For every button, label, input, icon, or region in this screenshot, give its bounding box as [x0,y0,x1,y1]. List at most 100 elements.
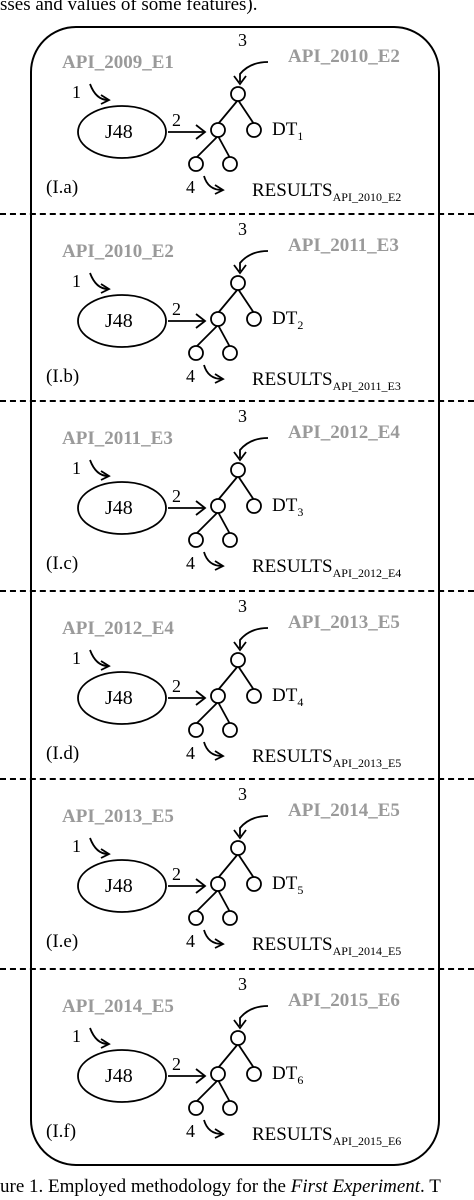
tree-node [222,156,238,172]
training-dataset-label: API_2012_E4 [62,618,174,639]
test-dataset-label: API_2012_E4 [288,422,400,443]
step-3-arrow [239,437,269,458]
decision-tree-name: DT [272,873,298,894]
decision-tree-name: DT [272,308,298,329]
step-1-arrow [89,459,109,477]
panel-divider [0,400,474,402]
decision-tree-index: 1 [297,128,304,143]
caption-suffix: . T [420,1176,441,1197]
tree-node [246,498,262,514]
panel-graphics [77,815,269,949]
step-3-number: 3 [238,406,247,426]
results-dataset: API_2011_E3 [332,378,401,393]
classifier-ellipse [77,294,167,348]
decision-tree-index: 3 [297,504,304,519]
results-name: RESULTS [252,1124,333,1145]
caption-prefix: ure 1. Employed methodology for the [0,1176,291,1197]
tree-edge [195,889,219,913]
classifier-ellipse [77,671,167,725]
test-dataset-label: API_2015_E6 [288,990,400,1011]
step-2-number: 2 [172,486,181,506]
decision-tree-label: DT2 [272,308,303,333]
step-1-number: 1 [72,648,81,668]
step-4-number: 4 [186,553,195,573]
test-dataset-label: API_2014_E5 [288,800,400,821]
tree-node [230,275,246,291]
tree-node [230,840,246,856]
classifier-label: J48 [105,687,133,709]
step-3-number: 3 [238,596,247,616]
step-3-arrowhead [233,264,247,275]
tree-node [222,722,238,738]
classifier-label: J48 [105,1065,133,1087]
classifier-label: J48 [105,497,133,519]
tree-node [188,910,204,926]
training-dataset-label: API_2010_E2 [62,241,174,262]
decision-tree-name: DT [272,495,298,516]
step-2-arrowhead [195,690,207,706]
step-1-arrow [89,272,109,290]
step-2-number: 2 [172,110,181,130]
tree-node [210,122,226,138]
step-1-arrow [89,83,109,101]
tree-node [246,1066,262,1082]
results-name: RESULTS [252,180,333,201]
results-dataset: API_2015_E6 [332,1133,402,1148]
results-name: RESULTS [252,934,333,955]
decision-tree-index: 6 [297,1072,304,1087]
test-dataset-label: API_2010_E2 [288,46,400,67]
step-2-number: 2 [172,299,181,319]
decision-tree-name: DT [272,119,298,140]
test-dataset-label: API_2013_E5 [288,612,400,633]
tree-edge [217,853,239,879]
tree-node [188,156,204,172]
tree-edge [237,99,255,125]
panel-graphics [77,627,269,761]
tree-edge [195,1079,219,1103]
step-1-arrowhead [100,94,111,105]
tree-node [188,532,204,548]
tree-node [210,688,226,704]
tree-node [230,1030,246,1046]
tree-node [222,1100,238,1116]
results-label: RESULTSAPI_2011_E3 [252,369,401,394]
tree-node [246,876,262,892]
results-dataset: API_2013_E5 [332,755,402,770]
tree-edge [217,701,231,725]
panel-tag: (I.a) [46,177,79,198]
step-3-arrowhead [233,451,247,462]
diagram-frame [30,26,440,1166]
results-dataset: API_2012_E4 [332,565,402,580]
results-label: RESULTSAPI_2012_E4 [252,556,401,581]
results-name: RESULTS [252,556,333,577]
step-4-arrow [203,1119,223,1135]
tree-edge [217,135,231,159]
tree-node [230,86,246,102]
tree-edge [237,475,255,501]
panel-divider [0,590,474,592]
decision-tree-label: DT1 [272,119,303,144]
classifier-ellipse [77,481,167,535]
step-4-arrow [203,741,223,757]
step-3-arrow [239,627,269,648]
step-1-arrowhead [100,470,111,481]
tree-edge [237,853,255,879]
step-4-number: 4 [186,366,195,386]
tree-node [188,345,204,361]
step-1-arrowhead [100,848,111,859]
panel-graphics [77,250,269,384]
panel-graphics [77,1005,269,1139]
results-name: RESULTS [252,369,333,390]
step-4-number: 4 [186,177,195,197]
step-2-number: 2 [172,1054,181,1074]
step-1-arrowhead [100,283,111,294]
step-2-number: 2 [172,676,181,696]
step-3-arrowhead [233,1019,247,1030]
step-3-number: 3 [238,219,247,239]
decision-tree-label: DT5 [272,873,303,898]
step-4-arrowhead [214,1128,225,1139]
panel-tag: (I.c) [46,553,79,574]
